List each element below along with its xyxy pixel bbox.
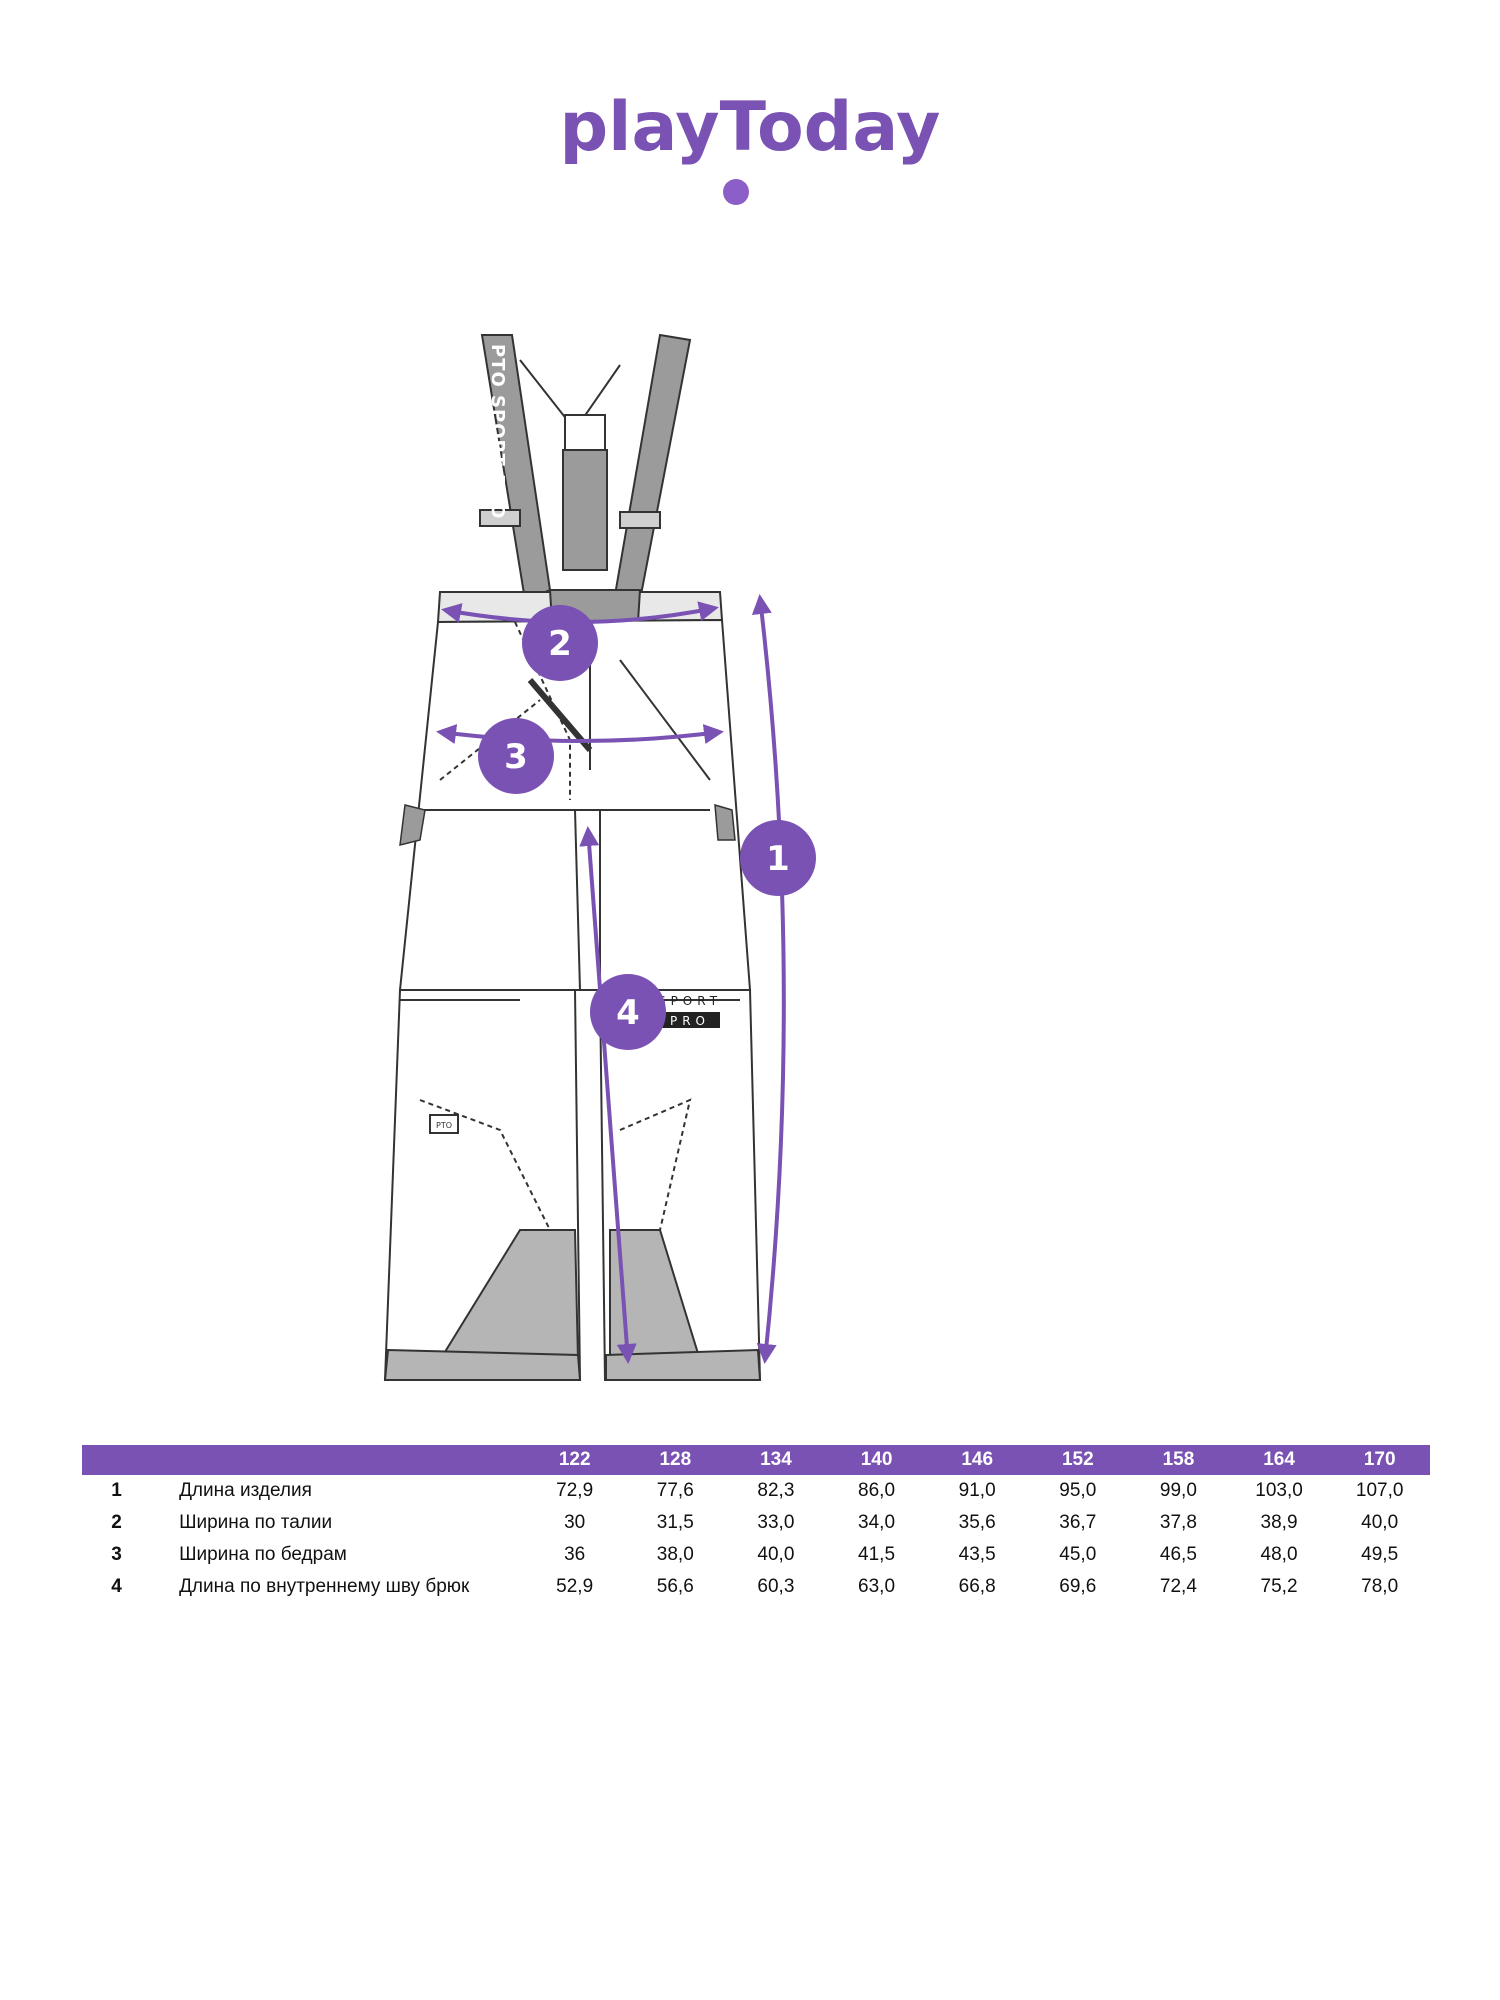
badge-bottom-text: PRO xyxy=(670,1014,710,1028)
table-row: 2 Ширина по талии 30 31,5 33,0 34,0 35,6… xyxy=(82,1507,1430,1539)
header-size: 134 xyxy=(760,1449,792,1470)
row-num: 1 xyxy=(111,1480,122,1501)
row-value: 35,6 xyxy=(958,1512,996,1533)
row-num: 4 xyxy=(111,1576,122,1597)
row-value: 40,0 xyxy=(757,1544,795,1565)
marker-2: 2 xyxy=(548,624,572,664)
row-value: 78,0 xyxy=(1361,1576,1399,1597)
row-value: 95,0 xyxy=(1059,1480,1097,1501)
marker-1: 1 xyxy=(766,839,790,879)
row-value: 33,0 xyxy=(757,1512,795,1533)
row-value: 45,0 xyxy=(1059,1544,1097,1565)
row-value: 34,0 xyxy=(858,1512,896,1533)
row-value: 31,5 xyxy=(656,1512,694,1533)
row-value: 82,3 xyxy=(757,1480,795,1501)
row-value: 99,0 xyxy=(1159,1480,1197,1501)
small-label-text: PTO xyxy=(436,1121,452,1130)
pants-body: PTO SPORT PRO xyxy=(383,589,762,1381)
logo-graphic: playToday xyxy=(560,88,941,205)
row-name: Длина по внутреннему шву брюк xyxy=(179,1576,470,1597)
header-size: 140 xyxy=(860,1449,893,1470)
row-value: 63,0 xyxy=(858,1576,896,1597)
header-size: 128 xyxy=(659,1449,692,1470)
row-value: 46,5 xyxy=(1159,1544,1197,1565)
size-table: 122 128 134 140 146 152 158 164 170 1 Дл… xyxy=(82,1445,1430,1603)
row-value: 48,0 xyxy=(1260,1544,1298,1565)
row-value: 36 xyxy=(564,1544,586,1565)
arrow-inseam xyxy=(579,826,637,1364)
garment-drawing: PTO SPORT PRO xyxy=(383,300,1020,1400)
suspenders: PTO SPORT PRO xyxy=(479,333,692,602)
header-size: 152 xyxy=(1061,1449,1094,1470)
bib-pants-sketch: PTO SPORT PRO xyxy=(383,333,816,1381)
header-size: 170 xyxy=(1363,1449,1396,1470)
row-value: 40,0 xyxy=(1361,1512,1399,1533)
row-value: 38,0 xyxy=(656,1544,694,1565)
badge-top-text: SPORT xyxy=(658,994,722,1008)
row-value: 30 xyxy=(564,1512,586,1533)
row-value: 41,5 xyxy=(858,1544,896,1565)
row-name: Ширина по талии xyxy=(179,1512,333,1533)
brand-logo: playToday xyxy=(540,88,960,228)
table-row: 4 Длина по внутреннему шву брюк 52,9 56,… xyxy=(82,1571,1430,1603)
row-value: 72,4 xyxy=(1159,1576,1197,1597)
marker-4: 4 xyxy=(616,993,640,1033)
row-value: 72,9 xyxy=(556,1480,594,1501)
header-size: 122 xyxy=(558,1449,591,1470)
table-row: 3 Ширина по бедрам 36 38,0 40,0 41,5 43,… xyxy=(82,1539,1430,1571)
logo-text: playToday xyxy=(560,88,941,167)
strap-text: PTO SPORT PRO xyxy=(487,344,508,519)
arrow-hips xyxy=(436,724,724,744)
row-value: 91,0 xyxy=(958,1480,996,1501)
row-value: 56,6 xyxy=(656,1576,694,1597)
marker-3: 3 xyxy=(504,737,528,777)
logo-dot xyxy=(723,179,749,205)
row-value: 38,9 xyxy=(1260,1512,1298,1533)
header-size: 158 xyxy=(1162,1449,1195,1470)
row-value: 75,2 xyxy=(1260,1576,1298,1597)
row-value: 49,5 xyxy=(1361,1544,1399,1565)
row-value: 103,0 xyxy=(1255,1480,1303,1501)
row-value: 37,8 xyxy=(1159,1512,1197,1533)
arrow-length xyxy=(751,594,786,1364)
row-name: Длина изделия xyxy=(179,1480,312,1501)
row-value: 69,6 xyxy=(1059,1576,1097,1597)
row-num: 2 xyxy=(111,1512,122,1533)
row-value: 52,9 xyxy=(556,1576,594,1597)
row-value: 60,3 xyxy=(757,1576,795,1597)
badge-bottom-bg xyxy=(660,1012,720,1028)
header-size: 146 xyxy=(961,1449,994,1470)
table-row: 1 Длина изделия 72,9 77,6 82,3 86,0 91,0… xyxy=(82,1475,1430,1507)
row-value: 77,6 xyxy=(656,1480,694,1501)
row-name: Ширина по бедрам xyxy=(179,1544,347,1565)
measurement-markers: 1 2 3 4 xyxy=(478,605,816,1050)
row-num: 3 xyxy=(111,1544,122,1565)
row-value: 66,8 xyxy=(958,1576,996,1597)
row-value: 86,0 xyxy=(858,1480,896,1501)
table-header: 122 128 134 140 146 152 158 164 170 xyxy=(82,1445,1430,1475)
measurement-arrows xyxy=(436,594,786,1364)
header-size: 164 xyxy=(1263,1449,1295,1470)
row-value: 43,5 xyxy=(958,1544,996,1565)
row-value: 107,0 xyxy=(1355,1480,1404,1501)
row-value: 36,7 xyxy=(1059,1512,1097,1533)
